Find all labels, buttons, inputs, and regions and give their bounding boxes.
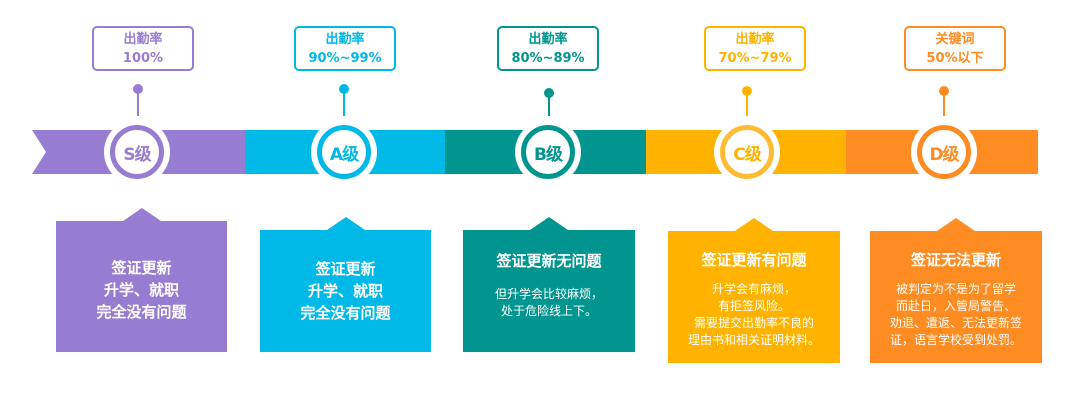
card-body-line: 需要提交出勤率不良的 xyxy=(693,316,814,330)
card-a: 签证更新 升学、就职 完全没有问题 xyxy=(260,217,431,352)
attendance-tag-s: 出勤率 100% xyxy=(92,26,194,71)
card-body-line: 被判定为不是为了留学 xyxy=(895,282,1016,296)
card-body-line: 处于危险线上下。 xyxy=(500,304,597,318)
card-body-line: 理由书和相关证明材料。 xyxy=(687,333,820,347)
tag-value: 70%~79% xyxy=(718,51,792,66)
card-body-line: 证，语言学校受到处罚。 xyxy=(889,333,1022,347)
card-body-line: 而赴日，入管局警告、 xyxy=(895,299,1016,313)
tag-title: 出勤率 xyxy=(735,32,775,47)
grade-label: B级 xyxy=(521,125,575,179)
card-d: 签证无法更新 被判定为不是为了留学而赴日，入管局警告、劝退、遣返、无法更新签证，… xyxy=(870,218,1042,363)
tag-value: 50%以下 xyxy=(926,51,984,66)
card-s: 签证更新 升学、就职 完全没有问题 xyxy=(56,208,227,352)
card-title-line: 签证更新有问题 xyxy=(701,251,807,269)
grade-badge-d: D级 xyxy=(911,119,977,185)
grade-badge-c: C级 xyxy=(714,119,780,185)
card-body-line: 升学会有麻烦， xyxy=(711,282,796,296)
grade-badge-a: A级 xyxy=(311,119,377,185)
card-title-line: 升学、就职 xyxy=(103,281,179,299)
tag-title: 出勤率 xyxy=(528,32,568,47)
tag-value: 90%~99% xyxy=(308,51,382,66)
grade-label: D级 xyxy=(917,125,971,179)
card-title-line: 完全没有问题 xyxy=(96,303,187,321)
card-title-line: 签证更新 xyxy=(111,259,172,277)
pin-dot xyxy=(133,84,143,94)
card-title-line: 完全没有问题 xyxy=(300,304,391,322)
pin-dot xyxy=(939,86,949,96)
card-c: 签证更新有问题 升学会有麻烦， 有拒签风险。需要提交出勤率不良的理由书和相关证明材… xyxy=(668,218,840,363)
pin-dot xyxy=(544,88,554,98)
grade-badge-b: B级 xyxy=(515,119,581,185)
tag-value: 100% xyxy=(122,51,164,66)
card-b: 签证更新无问题 但升学会比较麻烦， 处于危险线上下。 xyxy=(463,217,635,352)
pin-stem xyxy=(943,92,945,116)
grade-label: C级 xyxy=(720,125,774,179)
attendance-tag-b: 出勤率 80%~89% xyxy=(497,26,599,71)
pin-stem xyxy=(548,96,550,116)
grade-label: A级 xyxy=(317,125,371,179)
pin-stem xyxy=(343,92,345,116)
attendance-tag-c: 出勤率 70%~79% xyxy=(704,26,806,71)
card-body-line: 劝退、遣返、无法更新签 xyxy=(889,316,1022,330)
tag-title: 出勤率 xyxy=(123,32,163,47)
pin-stem xyxy=(137,92,139,116)
card-body-line: 有拒签风险。 xyxy=(717,299,790,313)
pin-dot xyxy=(742,86,752,96)
tag-value: 80%~89% xyxy=(511,51,585,66)
tag-title: 关键词 xyxy=(935,32,975,47)
tag-title: 出勤率 xyxy=(325,32,365,47)
grade-badge-s: S级 xyxy=(104,119,170,185)
card-title-line: 升学、就职 xyxy=(307,282,383,300)
grade-label: S级 xyxy=(110,125,164,179)
card-title-line: 签证无法更新 xyxy=(910,251,1001,269)
card-body-line: 但升学会比较麻烦， xyxy=(494,287,603,301)
card-title-line: 签证更新无问题 xyxy=(496,252,602,270)
pin-stem xyxy=(746,92,748,116)
pin-dot xyxy=(339,84,349,94)
card-title-line: 签证更新 xyxy=(315,260,376,278)
attendance-tag-a: 出勤率 90%~99% xyxy=(294,26,396,71)
attendance-tag-d: 关键词 50%以下 xyxy=(904,26,1006,71)
